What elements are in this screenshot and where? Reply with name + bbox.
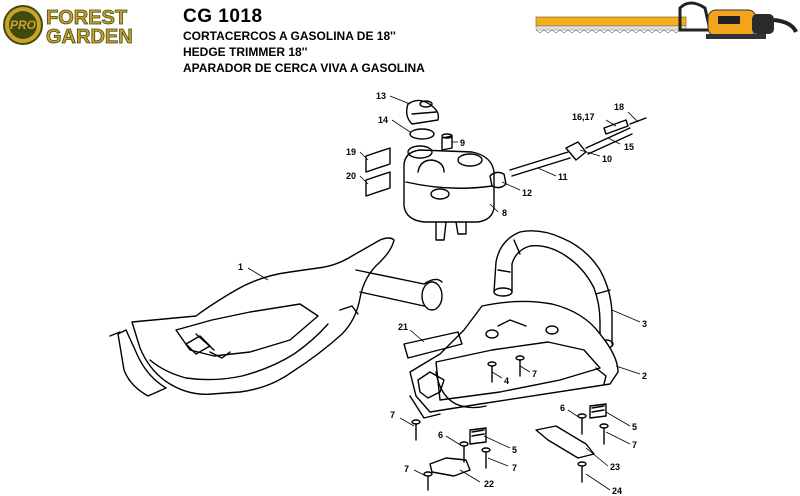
callout-20: 20 (346, 171, 356, 181)
callout-11: 11 (558, 172, 568, 182)
model-number: CG 1018 (183, 6, 263, 27)
callout-5-b: 5 (632, 422, 637, 432)
callout-22: 22 (484, 479, 494, 489)
title-english: HEDGE TRIMMER 18'' (183, 45, 308, 59)
part-21-label (403, 331, 463, 359)
callout-7-e: 7 (404, 464, 409, 474)
part-13-fuel-cap (405, 99, 440, 125)
logo-word-garden: GARDEN (46, 26, 133, 46)
logo-word-forest: FOREST (46, 7, 127, 29)
callout-3: 3 (642, 319, 647, 329)
callout-4: 4 (504, 376, 509, 386)
part-2-base-housing (409, 300, 619, 419)
callout-13: 13 (376, 91, 386, 101)
callout-5-a: 5 (512, 445, 517, 455)
part-20-label (365, 171, 391, 197)
logo-badge: PRO (10, 18, 37, 32)
trimmer-engine (678, 1, 798, 39)
callout-24: 24 (612, 486, 622, 496)
part-19-label (365, 147, 391, 173)
callout-7-a: 7 (532, 369, 537, 379)
callout-23: 23 (610, 462, 620, 472)
callout-9: 9 (460, 138, 465, 148)
part-10-11-12-throttle-assembly (489, 141, 587, 189)
part-22-bracket (429, 457, 471, 477)
callout-labels: 13 14 9 19 20 8 18 16,17 15 10 11 12 1 3… (238, 91, 647, 496)
callout-15: 15 (624, 142, 634, 152)
part-23-bracket (535, 425, 595, 459)
callout-8: 8 (502, 208, 507, 218)
part-8-fuel-tank (403, 145, 495, 241)
callout-1: 1 (238, 262, 243, 272)
callout-18: 18 (614, 102, 624, 112)
product-photo (535, 1, 798, 39)
callout-6-a: 6 (438, 430, 443, 440)
callout-10: 10 (602, 154, 612, 164)
header: CG 1018 CORTACERCOS A GASOLINA DE 18'' H… (183, 6, 425, 76)
part-1-front-handle-housing (109, 237, 443, 397)
part-15-16-17-18-throttle-rod (585, 117, 647, 155)
callout-12: 12 (522, 188, 532, 198)
callout-21: 21 (398, 322, 408, 332)
callout-14: 14 (378, 115, 388, 125)
title-spanish: CORTACERCOS A GASOLINA DE 18'' (183, 29, 396, 43)
title-portuguese: APARADOR DE CERCA VIVA A GASOLINA (183, 61, 425, 75)
callout-16-17: 16,17 (572, 112, 595, 122)
callout-7-c: 7 (512, 463, 517, 473)
vibration-mounts (469, 403, 607, 445)
callout-2: 2 (642, 371, 647, 381)
part-9-plug (441, 133, 453, 151)
part-14-o-ring (409, 128, 435, 140)
callout-19: 19 (346, 147, 356, 157)
callout-7-d: 7 (632, 440, 637, 450)
callout-6-b: 6 (560, 403, 565, 413)
callout-7-b: 7 (390, 410, 395, 420)
trimmer-blade (535, 16, 687, 34)
brand-logo: PRO FOREST GARDEN (3, 5, 133, 46)
leader-lines (247, 95, 641, 491)
screw-hardware (411, 355, 609, 491)
